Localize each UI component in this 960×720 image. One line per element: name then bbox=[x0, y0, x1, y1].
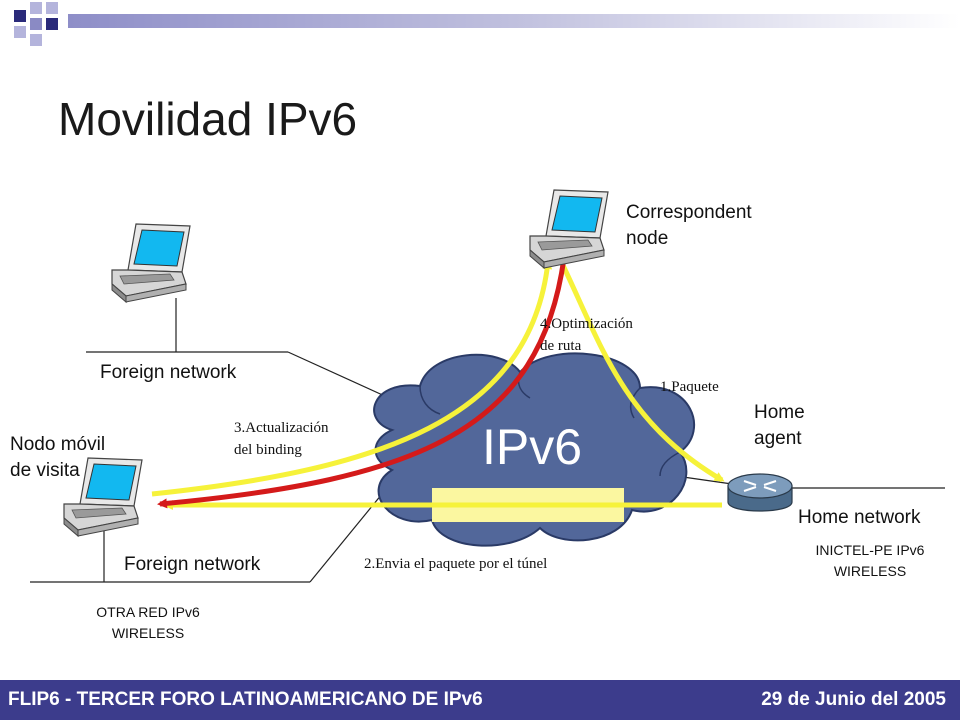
network-lines bbox=[30, 298, 945, 583]
home-network-label: Home network bbox=[798, 507, 921, 528]
decor-square bbox=[30, 18, 42, 30]
footer-bar: FLIP6 - TERCER FORO LATINOAMERICANO DE I… bbox=[0, 680, 960, 720]
route-optimization-arrow bbox=[157, 257, 567, 509]
decor-square bbox=[14, 26, 26, 38]
step-actualizacion-label: 3.Actualización del binding bbox=[234, 420, 329, 458]
foreign-network-top-label: Foreign network bbox=[100, 362, 237, 383]
decor-square bbox=[30, 2, 42, 14]
foreign-network-bottom-label: Foreign network bbox=[124, 554, 261, 575]
slide-title: Movilidad IPv6 bbox=[58, 93, 358, 145]
footer-event-title: FLIP6 - TERCER FORO LATINOAMERICANO DE I… bbox=[8, 689, 483, 710]
step-optimizacion-label: 4.Optimización de ruta bbox=[540, 316, 633, 354]
step-paquete-label: 1.Paquete bbox=[660, 379, 719, 395]
header-decoration bbox=[0, 0, 960, 50]
decor-square bbox=[46, 18, 58, 30]
foreign-laptop-icon bbox=[111, 223, 191, 303]
footer-date: 29 de Junio del 2005 bbox=[761, 689, 946, 710]
correspondent-laptop-icon bbox=[529, 189, 609, 269]
inictel-note: INICTEL-PE IPv6 WIRELESS bbox=[815, 542, 925, 579]
correspondent-node-label: Correspondent node bbox=[626, 202, 752, 249]
decor-square bbox=[14, 10, 26, 22]
cloud-label: IPv6 bbox=[482, 419, 583, 475]
decor-square bbox=[46, 2, 58, 14]
header-gradient-bar bbox=[68, 14, 960, 28]
decor-square bbox=[30, 34, 42, 46]
step-tunel-label: 2.Envia el paquete por el túnel bbox=[364, 556, 548, 572]
packet-arrow bbox=[555, 253, 725, 483]
binding-update-arrow bbox=[151, 259, 553, 497]
router-icon bbox=[727, 473, 793, 512]
mobile-node-label: Nodo móvil de visita bbox=[10, 434, 106, 481]
home-agent-label: Home agent bbox=[754, 402, 805, 449]
otra-red-note: OTRA RED IPv6 WIRELESS bbox=[96, 604, 200, 641]
